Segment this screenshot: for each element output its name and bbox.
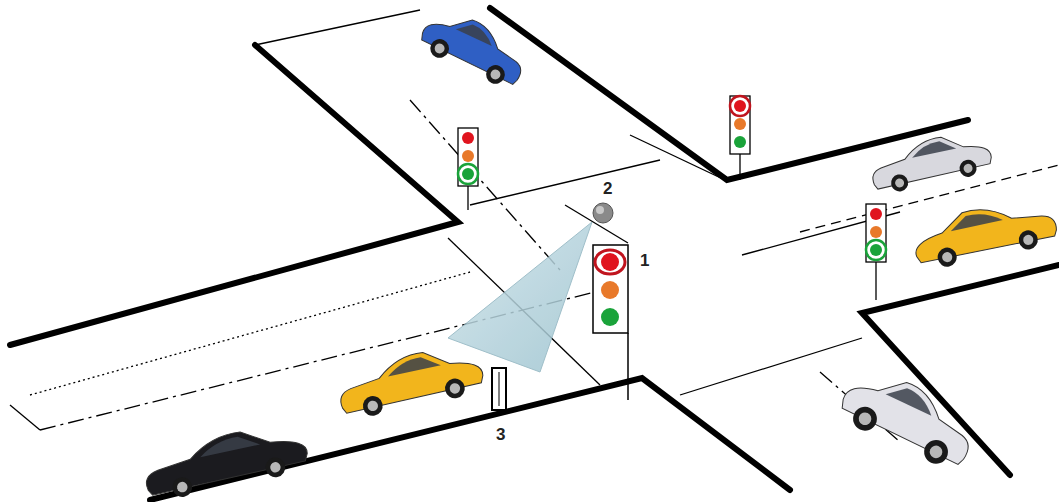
traffic-light bbox=[730, 96, 750, 180]
camera-view-cone bbox=[448, 222, 592, 372]
car bbox=[140, 419, 311, 502]
road-sensor bbox=[492, 368, 506, 410]
callout-number: 3 bbox=[496, 426, 505, 443]
lane-markings bbox=[30, 100, 1059, 442]
traffic-light bbox=[866, 204, 886, 300]
camera bbox=[593, 203, 613, 223]
road-edges bbox=[10, 8, 1059, 500]
car bbox=[910, 194, 1059, 273]
traffic-light-main bbox=[593, 245, 628, 400]
callout-number: 1 bbox=[640, 252, 649, 269]
car bbox=[834, 361, 983, 475]
car bbox=[867, 128, 994, 197]
car bbox=[416, 3, 533, 93]
car bbox=[334, 341, 486, 422]
stop-lines bbox=[10, 10, 900, 430]
traffic-light bbox=[458, 128, 478, 210]
callout-number: 2 bbox=[603, 180, 612, 197]
